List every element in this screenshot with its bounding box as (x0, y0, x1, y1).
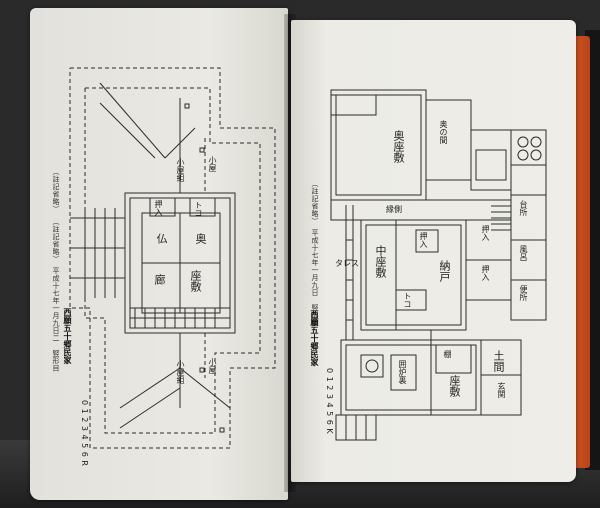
right-room-benjo: 便所 (519, 285, 528, 301)
left-caption-prefix: （註記省略） (52, 168, 60, 213)
right-room-oshiire-2: 押入 (481, 225, 490, 241)
right-room-oshiire-1: 押入 (419, 232, 428, 248)
right-room-nando: 納戸 (438, 260, 451, 282)
left-room-kura-2: 小屋組 (176, 360, 185, 384)
right-room-zashiki-south: 座敷 (448, 375, 461, 397)
right-room-irori: 囲炉裏 (398, 360, 407, 384)
right-caption: （註記省略） 平成十七年一月九日 竪形目 (311, 180, 319, 327)
left-scale-bar: 0 1 2 3 4 5 6 R (80, 400, 89, 467)
left-room-south: 小屋 (208, 358, 217, 374)
right-caption-title: 西願五十郷民家 (310, 310, 320, 366)
left-room-north: 小屋 (208, 156, 217, 172)
right-room-ofuro: 風呂 (519, 245, 528, 261)
left-room-oshiire: 押入 (154, 200, 163, 216)
right-room-doma: 土間 (492, 350, 505, 372)
right-room-tokonoma: トコ (403, 292, 412, 308)
left-room-rou: 廊 (153, 274, 166, 285)
right-room-tarezu: タレス (335, 259, 359, 268)
right-room-oshiire-3: 押入 (481, 265, 490, 281)
left-caption-title: 西願五十郷民家 (63, 308, 73, 364)
left-room-bu: 仏 (155, 233, 168, 244)
right-page: （註記省略） 平成十七年一月九日 竪形目 西願五十郷民家 0 1 2 3 4 5… (291, 20, 576, 482)
left-page: （註記省略） （註記省略） 平成十七年一月九日二 竪形目 西願五十郷民家 0 1… (30, 8, 288, 500)
right-room-genkan: 玄関 (497, 382, 506, 398)
left-floor-plan (69, 67, 276, 449)
right-room-naka-zashiki: 中座敷 (374, 245, 387, 278)
left-room-kura-1: 小屋組 (176, 158, 185, 182)
left-caption: （註記省略） 平成十七年一月九日二 竪形目 (52, 218, 60, 372)
right-room-oku-zashiki: 奥座敷 (392, 130, 405, 163)
left-room-todo: トコ (194, 201, 203, 217)
book-cover-edge (572, 36, 590, 468)
right-room-daidokoro: 台所 (519, 200, 528, 216)
left-room-zashiki: 座敷 (189, 270, 202, 292)
right-room-tana: 棚 (443, 350, 452, 358)
right-floor-plan (330, 89, 547, 441)
right-scale-bar: 0 1 2 3 4 5 6 K (325, 368, 334, 435)
right-room-engawa: 縁側 (386, 205, 402, 214)
right-room-okunoma: 奥の間 (439, 120, 448, 144)
left-room-oku: 奥 (194, 233, 207, 244)
